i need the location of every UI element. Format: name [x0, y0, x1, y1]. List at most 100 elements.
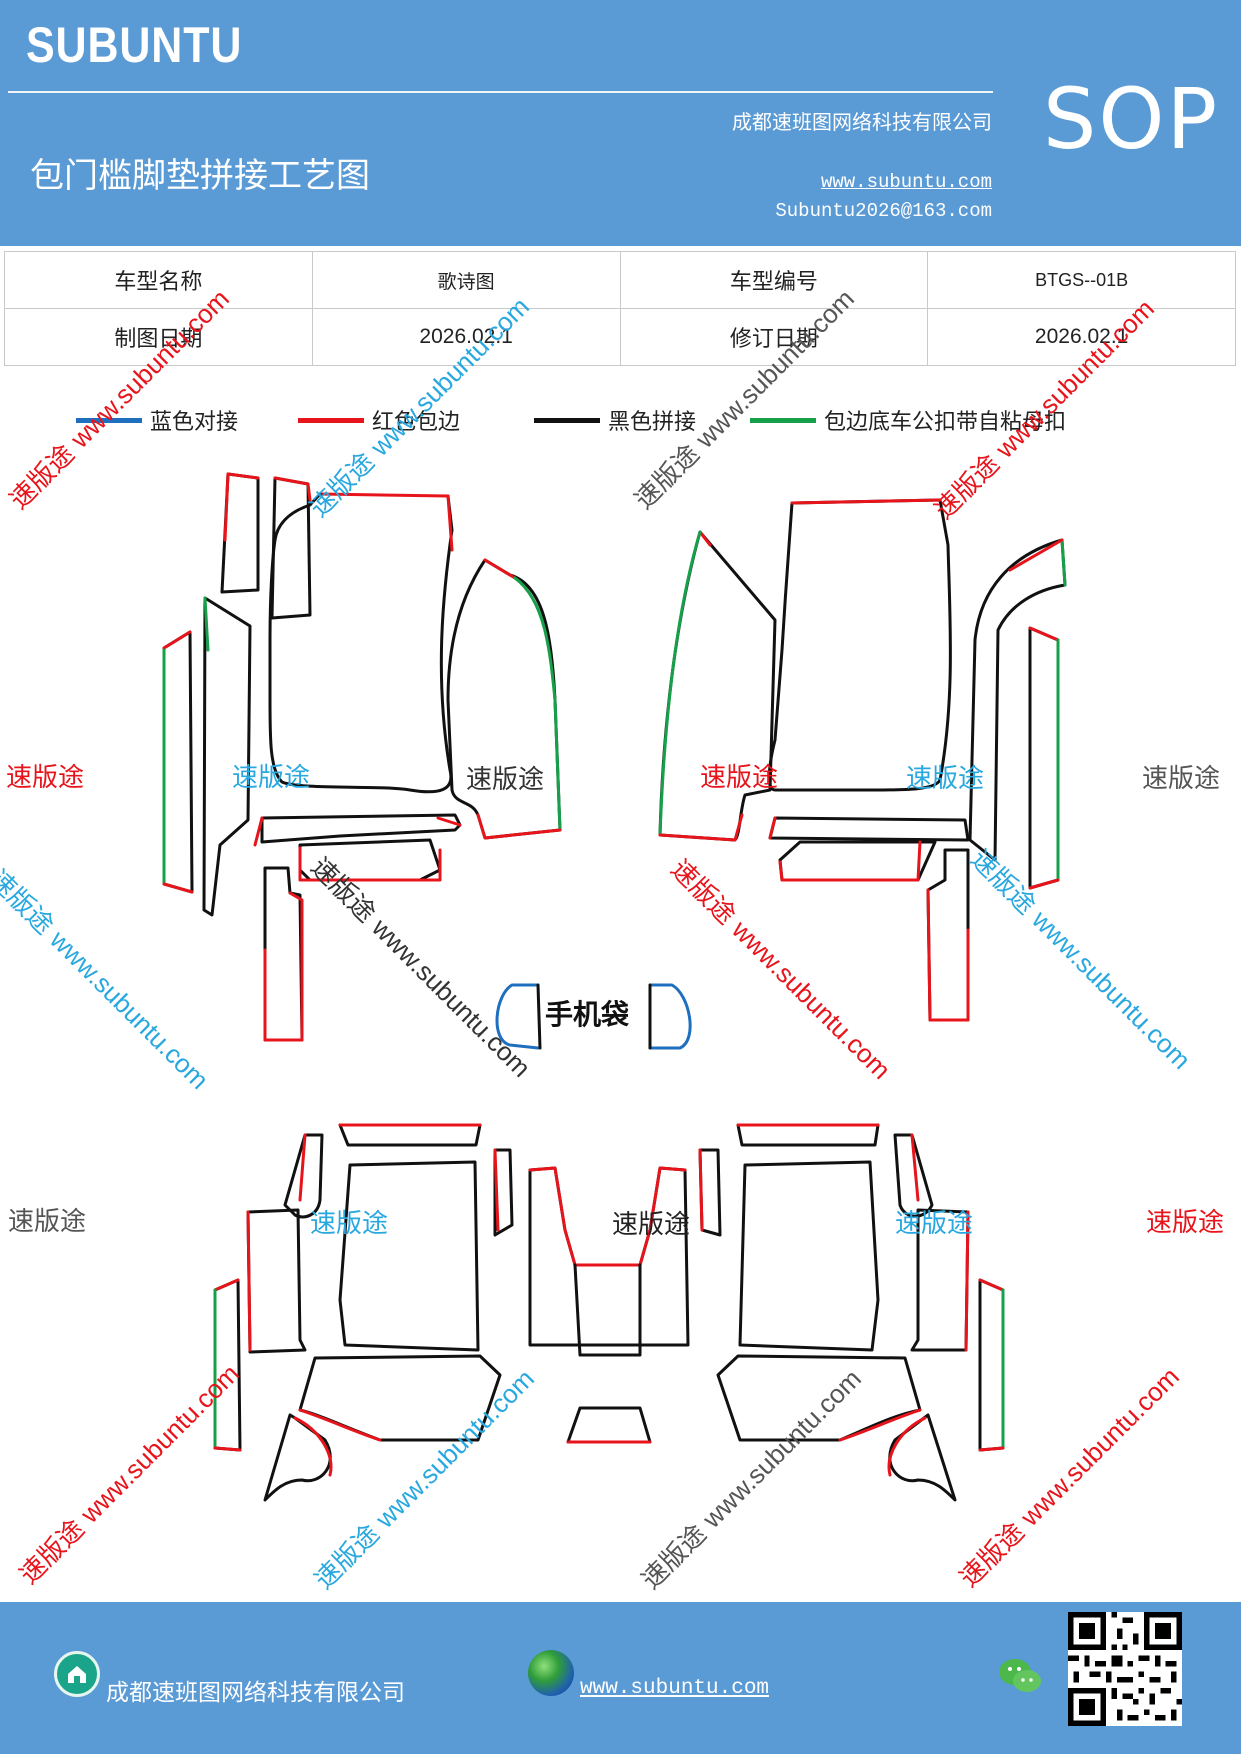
mat-piece — [658, 530, 702, 837]
mat-piece — [213, 1446, 242, 1452]
mat-piece — [778, 840, 922, 882]
table-row: 车型名称 歌诗图 车型编号 BTGS--01B — [4, 251, 1236, 309]
mat-piece — [790, 498, 942, 505]
mat-piece — [493, 1148, 514, 1237]
header-website-link[interactable]: www.subuntu.com — [820, 171, 992, 193]
watermark-cn: 速版途 — [8, 1207, 87, 1237]
model-name-value: 歌诗图 — [311, 251, 621, 309]
mat-piece — [260, 813, 462, 844]
mat-piece — [926, 888, 970, 1022]
mat-piece — [263, 1413, 332, 1502]
watermark-cn: 速版途 — [1142, 764, 1221, 794]
legend-swatch-blue — [76, 417, 142, 423]
mat-piece — [658, 813, 744, 842]
mat-piece — [978, 1278, 1005, 1452]
mat-piece — [318, 492, 450, 498]
rear-left-mat-group — [213, 1123, 514, 1502]
mat-piece — [1008, 538, 1064, 572]
mat-piece — [513, 576, 562, 832]
globe-icon — [528, 1650, 574, 1696]
mat-piece — [768, 816, 970, 842]
mat-piece — [483, 558, 517, 580]
header-divider — [8, 91, 993, 93]
mat-piece — [698, 1148, 704, 1232]
mat-piece — [1060, 538, 1067, 587]
footer-company-name: 成都速班图网络科技有限公司 — [106, 1680, 405, 1706]
qr-code[interactable] — [1068, 1612, 1182, 1726]
legend-green: 包边底车公扣带自粘母扣 — [750, 403, 1066, 437]
mat-piece — [298, 1133, 307, 1202]
mat-piece — [203, 596, 210, 652]
legend-red: 红色包边 — [298, 403, 460, 437]
mat-piece — [1028, 626, 1060, 642]
draw-date-label: 制图日期 — [4, 308, 313, 366]
mat-piece — [528, 1166, 690, 1347]
mat-piece — [293, 1416, 333, 1477]
mat-piece — [573, 1263, 642, 1357]
mat-piece — [223, 472, 230, 542]
mat-piece — [1028, 878, 1060, 890]
mat-piece — [476, 813, 562, 840]
mat-piece — [768, 816, 777, 840]
legend-label: 黑色拼接 — [608, 410, 697, 435]
mat-piece — [263, 866, 304, 1042]
legend-swatch-black — [534, 417, 600, 423]
mat-piece — [566, 1406, 652, 1444]
vehicle-info-table: 车型名称 歌诗图 车型编号 BTGS--01B 制图日期 2026.02.1 修… — [4, 251, 1236, 366]
mat-piece — [213, 1278, 240, 1292]
mat-piece — [738, 1160, 880, 1352]
mat-piece — [978, 1446, 1005, 1452]
phone-bag-label: 手机袋 — [545, 998, 630, 1031]
mat-piece — [226, 472, 260, 480]
footer-website-link[interactable]: www.subuntu.com — [580, 1677, 770, 1700]
mat-piece — [436, 816, 462, 827]
phone-bag-left — [495, 983, 540, 1050]
mat-piece — [246, 1208, 307, 1354]
front-left-mat-group — [162, 472, 562, 1042]
mat-piece — [926, 848, 970, 1022]
mat-piece — [338, 1123, 482, 1147]
mat-piece — [838, 1408, 922, 1442]
mat-piece — [338, 1160, 480, 1352]
mat-piece — [263, 891, 304, 1042]
mat-piece — [202, 596, 252, 917]
revise-date-value: 2026.02.1 — [927, 308, 1236, 366]
mat-piece — [736, 1123, 880, 1147]
model-code-label: 车型编号 — [619, 251, 929, 309]
mat-piece — [910, 1133, 920, 1202]
watermark-cn: 速版途 — [895, 1209, 974, 1239]
mat-piece — [910, 1208, 970, 1352]
mat-piece — [162, 630, 194, 894]
mat-piece — [446, 494, 454, 552]
header-company-name: 成都速班图网络科技有限公司 — [732, 110, 992, 134]
watermark-cn: 速版途 — [232, 763, 311, 793]
mat-piece — [778, 840, 937, 882]
mat-piece — [246, 1210, 252, 1352]
mat-piece — [162, 882, 194, 894]
house-icon — [54, 1651, 100, 1697]
legend-swatch-green — [750, 417, 816, 423]
mat-piece — [968, 538, 1067, 862]
phone-bag-left-edge — [536, 983, 542, 1050]
mat-piece — [698, 530, 712, 547]
mat-piece — [446, 558, 562, 840]
mat-piece — [298, 846, 442, 882]
mat-piece — [253, 816, 264, 847]
mat-piece — [268, 492, 454, 794]
page-title: 包门槛脚垫拼接工艺图 — [30, 156, 370, 196]
mat-piece — [887, 1416, 927, 1477]
brand-logo-text: SUBUNTU — [26, 17, 243, 73]
legend-label: 蓝色对接 — [150, 410, 239, 435]
watermark-cn: 速版途 — [906, 764, 985, 794]
model-name-label: 车型名称 — [4, 251, 313, 309]
legend-swatch-red — [298, 417, 364, 423]
draw-date-value: 2026.02.1 — [311, 308, 621, 366]
front-right-mat-group — [658, 498, 1067, 1022]
header-banner — [0, 0, 1241, 246]
mat-piece — [273, 476, 312, 502]
header-email: Subuntu2026@163.com — [775, 200, 992, 222]
watermark-cn: 速版途 — [700, 763, 779, 793]
legend-label: 红色包边 — [372, 410, 461, 435]
wechat-icon[interactable] — [996, 1654, 1044, 1698]
